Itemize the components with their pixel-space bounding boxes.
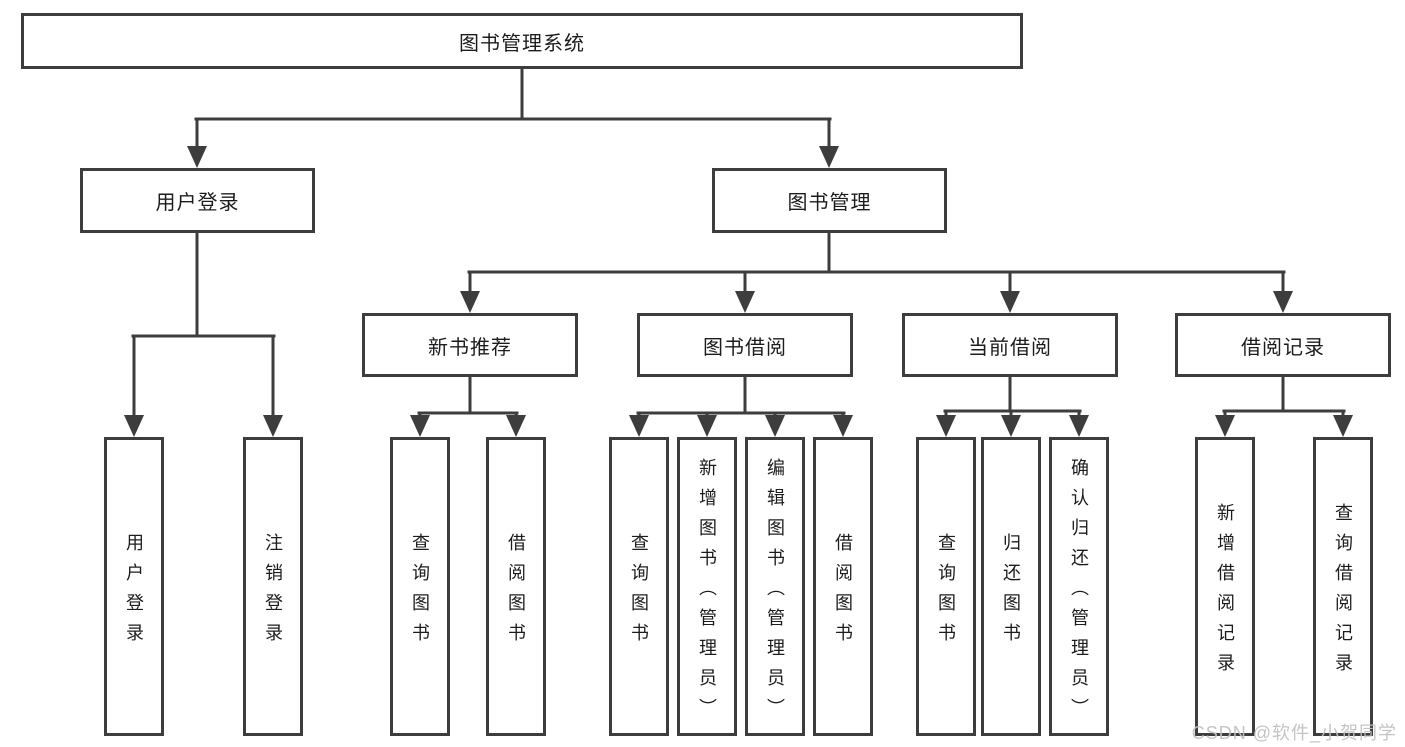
leaf-query-books-borrow: 查询图书 [609,437,669,736]
leaf-edit-book-admin: 编辑图书（管理员） [745,437,805,736]
leaf-edit-book-admin-label: 编辑图书（管理员） [765,457,785,728]
leaf-add-borrow-record: 新增借阅记录 [1195,437,1255,736]
leaf-return-books-label: 归还图书 [1001,532,1021,653]
leaf-add-borrow-record-label: 新增借阅记录 [1215,502,1235,683]
leaf-confirm-return-admin: 确认归还（管理员） [1049,437,1109,736]
node-book-management-label: 图书管理 [787,192,872,214]
node-book-borrow-label: 图书借阅 [703,336,787,359]
node-book-management: 图书管理 [712,168,947,233]
node-root-label: 图书管理系统 [459,32,585,55]
leaf-logout-label: 注销登录 [263,532,283,653]
leaf-confirm-return-admin-label: 确认归还（管理员） [1069,457,1089,728]
leaf-user-login-label: 用户登录 [124,532,144,653]
node-borrow-records: 借阅记录 [1175,313,1391,377]
leaf-query-books-recommend: 查询图书 [390,437,450,736]
leaf-borrow-books-borrow-label: 借阅图书 [833,532,853,653]
node-current-borrow-label: 当前借阅 [968,336,1052,359]
node-root: 图书管理系统 [21,13,1023,69]
node-new-book-recommend: 新书推荐 [362,313,578,377]
leaf-query-books-recommend-label: 查询图书 [410,532,430,653]
leaf-query-books-current: 查询图书 [916,437,976,736]
csdn-watermark: CSDN @软件_小贺同学 [1191,723,1397,743]
node-book-borrow: 图书借阅 [637,313,853,377]
leaf-logout: 注销登录 [243,437,303,736]
leaf-query-books-current-label: 查询图书 [936,532,956,653]
leaf-borrow-books-recommend: 借阅图书 [486,437,546,736]
node-current-borrow: 当前借阅 [902,313,1118,377]
leaf-add-book-admin: 新增图书（管理员） [677,437,737,736]
node-borrow-records-label: 借阅记录 [1241,336,1325,359]
node-new-book-recommend-label: 新书推荐 [428,336,512,359]
node-user-login-label: 用户登录 [155,192,240,214]
leaf-borrow-books-recommend-label: 借阅图书 [506,532,526,653]
leaf-return-books: 归还图书 [981,437,1041,736]
leaf-user-login: 用户登录 [104,437,164,736]
node-user-login: 用户登录 [80,168,315,233]
leaf-query-borrow-record-label: 查询借阅记录 [1333,502,1353,683]
leaf-borrow-books-borrow: 借阅图书 [813,437,873,736]
leaf-add-book-admin-label: 新增图书（管理员） [697,457,717,728]
leaf-query-books-borrow-label: 查询图书 [629,532,649,653]
leaf-query-borrow-record: 查询借阅记录 [1313,437,1373,736]
